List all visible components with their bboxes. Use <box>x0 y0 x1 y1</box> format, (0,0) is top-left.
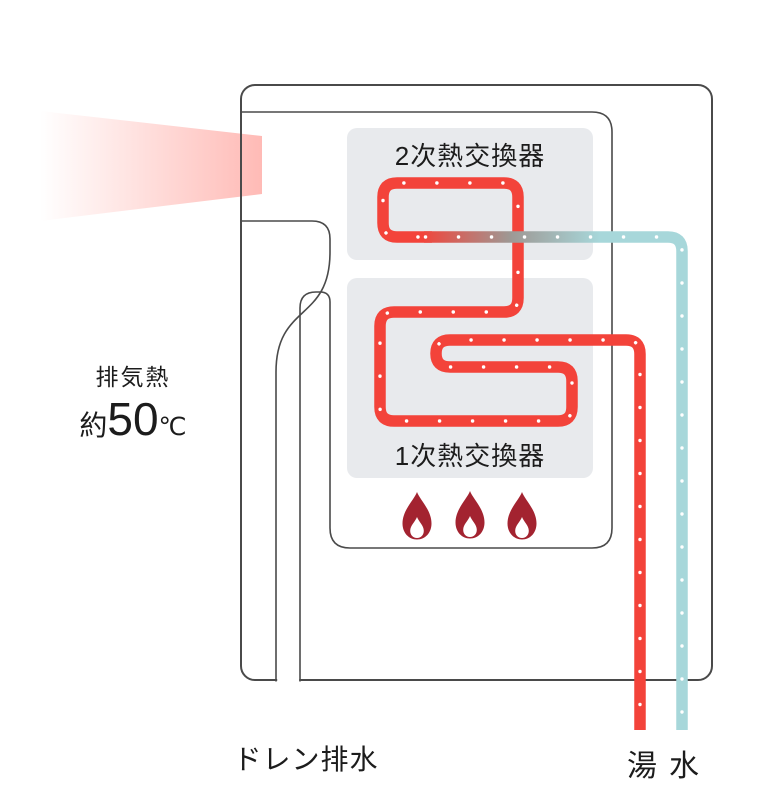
combustion-chamber-outline <box>241 111 613 682</box>
exhaust-temperature: 約50℃ <box>40 394 226 444</box>
flame-icon <box>507 492 537 540</box>
exhaust-heat-label: 排気熱 <box>95 364 171 390</box>
cold-water-inlet-flow-dots <box>422 235 684 732</box>
hot-water-pipe <box>374 177 646 730</box>
burner-flames <box>402 491 537 540</box>
drain-opening <box>277 676 300 684</box>
flame-icon <box>402 492 432 540</box>
hot-water-label: 湯 <box>627 750 657 783</box>
exhaust-temp-value: 50 <box>107 393 159 445</box>
primary-heat-exchanger-block <box>347 278 593 478</box>
exhaust-plume-icon <box>40 111 262 221</box>
drain-water-label: ドレン排水 <box>233 744 379 775</box>
outer-casing <box>240 84 713 681</box>
secondary-heat-exchanger-label: 2次熱交換器 <box>394 141 546 171</box>
flame-icon <box>455 491 485 539</box>
cold-water-label: 水 <box>669 750 699 783</box>
exhaust-temp-unit: ℃ <box>158 413 187 441</box>
secondary-heat-exchanger-block <box>347 128 593 260</box>
drain-pipe-wall <box>241 220 331 682</box>
primary-heat-exchanger-label: 1次熱交換器 <box>394 441 546 471</box>
exhaust-temp-prefix: 約 <box>79 410 108 441</box>
